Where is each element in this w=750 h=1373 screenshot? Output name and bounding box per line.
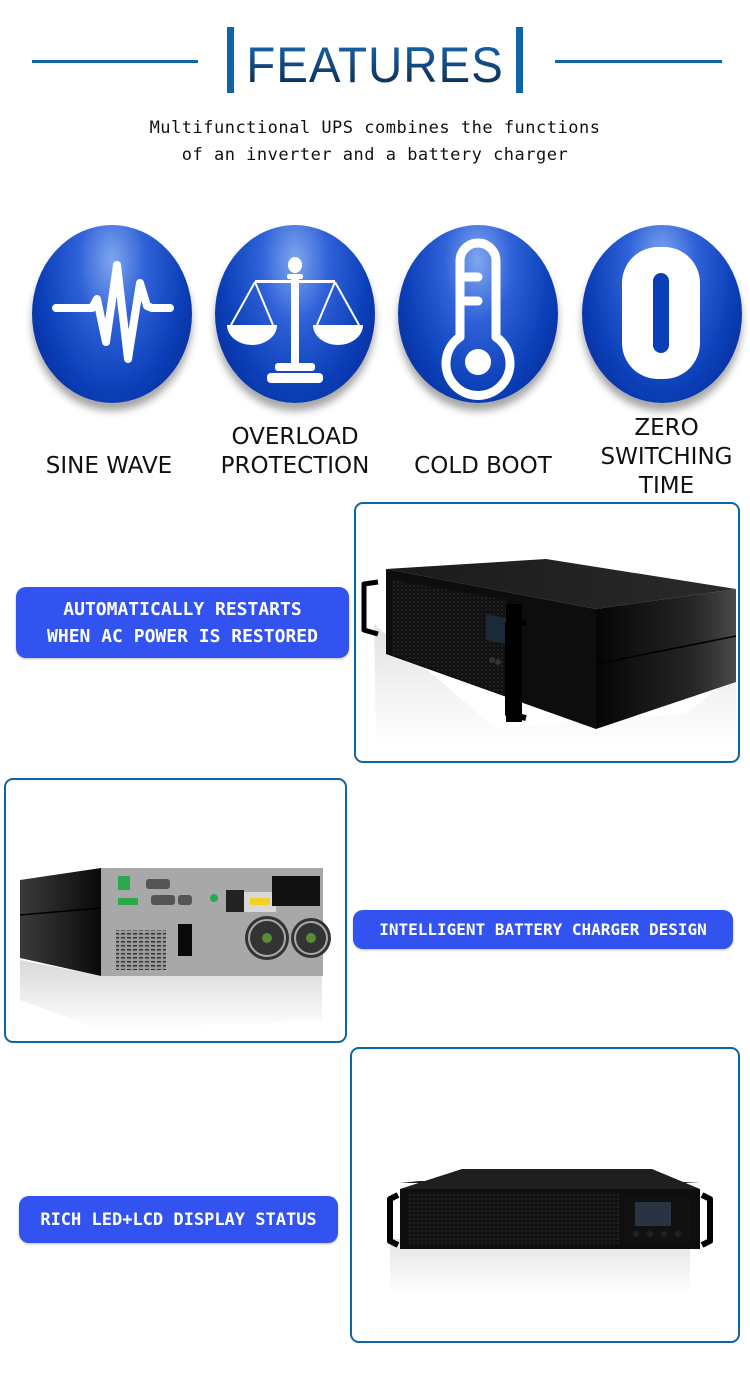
feature-label-overload-protection: OVERLOAD PROTECTION <box>220 424 370 479</box>
balance-scale-icon <box>215 225 375 403</box>
feature-tag-led-lcd-display: RICH LED+LCD DISPLAY STATUS <box>19 1196 338 1243</box>
feature-label-cold-boot: COLD BOOT <box>414 453 552 479</box>
header-right-bar <box>516 27 523 93</box>
header-right-rule <box>555 60 722 63</box>
ups-front-view-illustration <box>387 1169 713 1294</box>
subtitle-line-1: Multifunctional UPS combines the functio… <box>149 118 601 138</box>
ups-front-angled-illustration <box>361 559 737 744</box>
feature-label-sine-wave: SINE WAVE <box>45 453 173 479</box>
header-left-bar <box>227 27 234 93</box>
page-title: FEATURES <box>241 36 509 94</box>
header-left-rule <box>32 60 198 63</box>
feature-tag-auto-restart: AUTOMATICALLY RESTARTS WHEN AC POWER IS … <box>16 587 349 658</box>
subtitle-line-2: of an inverter and a battery charger <box>181 145 569 165</box>
ups-front-angled-image <box>354 502 740 763</box>
feature-tag-battery-charger: INTELLIGENT BATTERY CHARGER DESIGN <box>353 910 733 949</box>
ups-rear-panel-image <box>4 778 347 1043</box>
ups-front-view-image <box>350 1047 740 1343</box>
feature-label-zero-switching-time: ZERO SWITCHING TIME <box>600 415 733 499</box>
ups-rear-panel-illustration <box>19 868 331 1030</box>
thermometer-icon <box>398 225 558 403</box>
zero-icon <box>582 225 742 403</box>
sine-wave-icon <box>32 225 192 403</box>
